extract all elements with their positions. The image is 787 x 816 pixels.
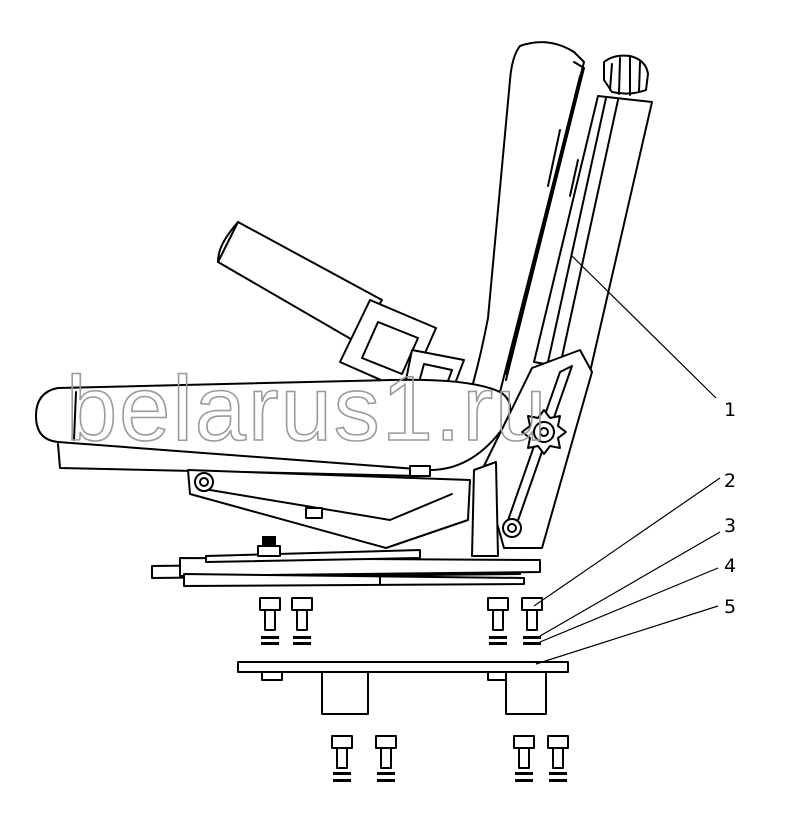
- callout-4: 4: [724, 555, 736, 577]
- belt-buckle: [339, 299, 465, 403]
- leader-lines: [533, 255, 721, 665]
- upper-bolts: [259, 597, 543, 645]
- leader-4: [539, 567, 719, 643]
- watermark: belarus1.ru: [66, 358, 548, 460]
- bolt: [547, 735, 569, 782]
- bolt: [259, 597, 281, 645]
- lower-bolts: [331, 735, 569, 782]
- leader-5: [535, 605, 719, 665]
- bolt: [291, 597, 313, 645]
- bolt: [513, 735, 535, 782]
- mounting-plate: [237, 661, 569, 715]
- callout-labels: 1 2 3 4 5: [724, 399, 736, 618]
- bolt: [521, 597, 543, 645]
- bolt: [487, 597, 509, 645]
- bolt: [375, 735, 397, 782]
- leader-3: [539, 531, 721, 637]
- slide-rail: [151, 536, 541, 587]
- bolt: [331, 735, 353, 782]
- leader-2: [533, 477, 721, 607]
- backrest-knob: [603, 54, 649, 96]
- pivot-bolt: [502, 518, 522, 538]
- callout-2: 2: [724, 470, 736, 492]
- backrest-cushion: [469, 41, 585, 395]
- callout-1: 1: [724, 399, 736, 421]
- leader-1: [571, 255, 717, 399]
- callout-5: 5: [724, 596, 736, 618]
- callout-3: 3: [724, 515, 736, 537]
- height-adjust-knob: [521, 409, 567, 455]
- seat-suspension: [187, 465, 471, 549]
